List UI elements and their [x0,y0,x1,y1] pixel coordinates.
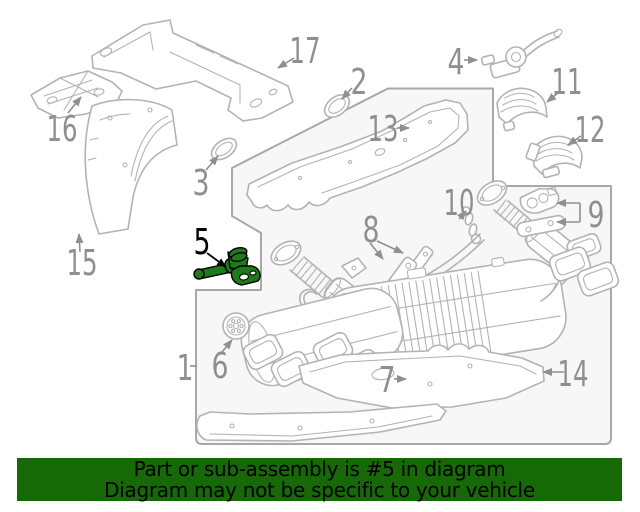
callout-5-highlighted: 5 [194,222,227,268]
part-6-trim-ring [222,312,250,340]
callout-11-arrow [546,91,560,103]
callout-11: 11 [546,62,583,103]
callout-16-arrow [67,96,82,114]
callout-9-label: 9 [588,195,605,236]
callout-8-arrow-left [369,242,384,260]
callout-3: 3 [193,155,219,204]
callout-12: 12 [567,110,606,151]
part-4-actuator [480,28,563,79]
part-12-insulator [525,135,583,179]
callout-9: 9 [556,195,605,236]
callouts: 1 2 3 4 5 6 7 8 [47,31,606,401]
callout-17: 17 [277,31,321,72]
banner-line2: Diagram may not be specific to your vehi… [104,477,535,502]
callout-12-arrow [567,135,582,146]
callout-7: 7 [379,360,407,401]
callout-5-arrow [206,252,227,268]
callout-3-label: 3 [193,163,210,204]
callout-8-arrow-right [376,240,404,254]
callout-16: 16 [47,96,82,150]
callout-15-label: 15 [67,243,98,284]
callout-13-label: 13 [368,109,399,150]
callout-6: 6 [212,339,233,387]
part-17-heat-shield [91,19,294,122]
part-14-lower-shield [196,343,545,442]
callout-1-label: 1 [177,348,194,389]
callout-6-label: 6 [212,346,229,387]
callout-4: 4 [448,42,478,83]
callout-13: 13 [368,109,410,150]
callout-7-label: 7 [379,360,396,401]
part-9-valve-actuator [516,186,566,238]
part-5-exhaust-hanger-highlighted [193,246,261,286]
callout-16-label: 16 [47,109,78,150]
part-13-heat-shield [246,99,469,212]
callout-8: 8 [363,210,404,260]
highlight-banner: Part or sub-assembly is #5 in diagram Di… [17,458,622,501]
callout-11-label: 11 [552,62,583,103]
callout-1: 1 [177,348,197,389]
banner-line1: Part or sub-assembly is #5 in diagram [133,456,506,481]
callout-2: 2 [341,62,368,103]
callout-10: 10 [444,183,475,224]
callout-17-arrow [277,57,295,69]
callout-8-label: 8 [363,210,380,251]
callout-14: 14 [542,354,589,395]
callout-6-arrow [221,339,233,353]
part-15-wheelhouse-liner [84,98,178,235]
callout-5-label: 5 [194,222,211,263]
callout-12-label: 12 [575,110,606,151]
part-exhaust-tips-right [540,233,620,302]
callout-15-arrow [75,233,84,253]
callout-15: 15 [67,233,98,284]
callout-14-label: 14 [558,354,589,395]
callout-2-arrow [341,87,353,100]
callout-10-arrow [457,210,467,221]
callout-4-label: 4 [448,42,465,83]
callout-17-label: 17 [290,31,321,72]
part-3-gasket [210,137,238,161]
part-11-insulator [496,87,548,132]
callout-3-arrow [205,155,219,171]
callout-2-label: 2 [351,62,368,103]
